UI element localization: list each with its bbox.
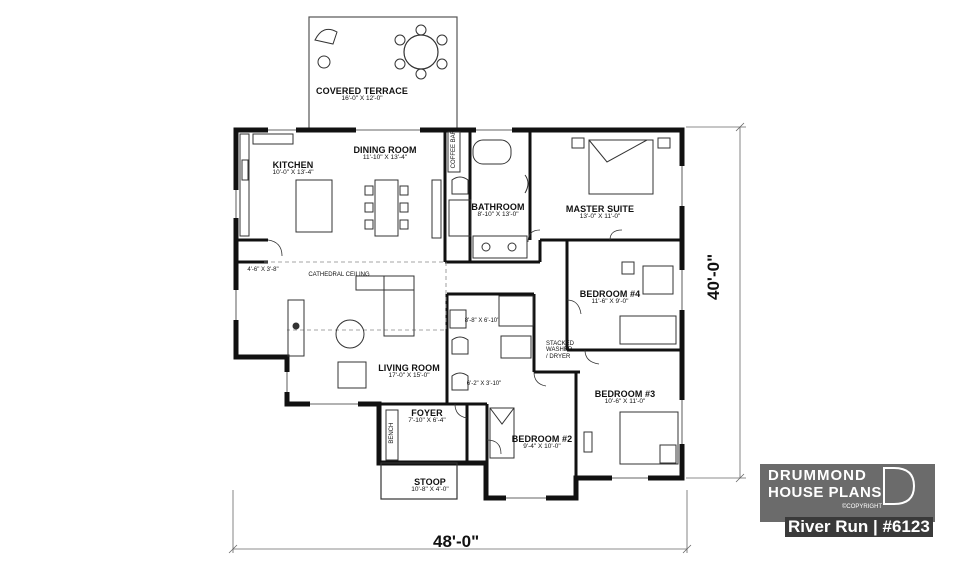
room-dims: 8'-10" X 13'-0"	[477, 211, 519, 219]
cathedral-ceiling-note: CATHEDRAL CEILING	[308, 272, 370, 278]
room-name: BEDROOM #3	[594, 389, 656, 399]
room-dims: 11'-6" X 9'-0"	[591, 298, 629, 306]
bedroom4-furniture	[619, 261, 677, 345]
room-name: BEDROOM #2	[511, 434, 573, 444]
room-name: STOOP	[414, 477, 446, 487]
kitchen-fixtures	[239, 133, 333, 237]
kitchen-label: KITCHEN 10'-0" X 13'-4"	[272, 160, 314, 177]
exterior-walls	[233, 127, 685, 501]
room-dims: 13'-0" X 11'-0"	[579, 213, 621, 221]
dimension-lines	[228, 122, 746, 554]
stoop-outline	[380, 462, 458, 500]
bedroom2-furniture	[489, 407, 515, 459]
living-room-furniture	[287, 275, 415, 389]
covered-terrace	[308, 16, 458, 130]
bedroom3-label: BEDROOM #3 10'-6" X 11'-0"	[594, 389, 656, 406]
stacked-washer-line2: WASHER	[546, 347, 573, 354]
plan-name: River Run | #6123	[785, 517, 933, 537]
room-name: KITCHEN	[272, 160, 314, 170]
room-dims: 9'-4" X 10'-0"	[523, 443, 561, 451]
room-dims: 10'-8" X 4'-0"	[411, 486, 449, 494]
coffee-bar	[447, 131, 461, 173]
window-panes	[235, 129, 683, 499]
room-name: LIVING ROOM	[378, 363, 440, 373]
covered-terrace-label: COVERED TERRACE 16'-0" X 12'-0"	[315, 86, 409, 103]
room-name: DINING ROOM	[353, 145, 417, 155]
room-name: FOYER	[411, 408, 443, 418]
bedroom3-furniture	[583, 411, 679, 465]
bathroom-fixtures	[448, 139, 529, 259]
room-name: MASTER SUITE	[565, 204, 635, 214]
stacked-washer-line3: / DRYER	[546, 353, 571, 360]
room-dims: 16'-0" X 12'-0"	[341, 95, 383, 103]
brand-logo-background	[760, 464, 935, 522]
bedroom2-label: BEDROOM #2 9'-4" X 10'-0"	[511, 434, 573, 451]
brand-line2: HOUSE PLANS	[768, 484, 882, 501]
room-name: BEDROOM #4	[579, 289, 641, 299]
windows	[233, 127, 685, 501]
living-room-label: LIVING ROOM 17'-0" X 15'-0"	[378, 363, 440, 380]
stoop-label: STOOP 10'-8" X 4'-0"	[411, 477, 449, 494]
bath2-dims: 8'-8" X 6'-10"	[464, 318, 500, 324]
room-dims: 10'-0" X 13'-4"	[272, 169, 314, 177]
foyer-label: FOYER 7'-10" X 6'-4"	[408, 408, 446, 425]
room-dims: 17'-0" X 15'-0"	[388, 372, 430, 380]
bath2-fixtures	[449, 295, 534, 391]
brand-line1: DRUMMOND	[768, 467, 867, 484]
width-dimension: 48'-0"	[433, 532, 480, 551]
master-bed	[571, 137, 671, 195]
dining-table	[364, 179, 442, 239]
interior-walls	[236, 130, 682, 478]
room-dims: 11'-10" X 13'-4"	[362, 154, 408, 162]
doors	[267, 229, 623, 455]
room-name: BATHROOM	[471, 202, 525, 212]
stacked-washer-note: STACKED WASHER / DRYER	[546, 341, 574, 360]
wc-dims: 6'-2" X 3'-10"	[466, 381, 502, 387]
depth-dimension: 40'-0"	[704, 253, 723, 300]
cathedral-ceiling-outline	[264, 261, 447, 331]
bathroom-label: BATHROOM 8'-10" X 13'-0"	[471, 202, 525, 219]
pantry-dims: 4'-6" X 3'-8"	[247, 267, 279, 273]
bedroom4-label: BEDROOM #4 11'-6" X 9'-0"	[579, 289, 641, 306]
dining-room-label: DINING ROOM 11'-10" X 13'-4"	[353, 145, 417, 162]
bench-note: BENCH	[388, 422, 395, 444]
stacked-washer-line1: STACKED	[546, 341, 574, 347]
room-name: COVERED TERRACE	[315, 86, 409, 96]
room-dims: 7'-10" X 6'-4"	[408, 417, 446, 425]
coffee-bar-note: COFFEE BAR	[450, 129, 457, 169]
brand-copyright: ©COPYRIGHT	[842, 504, 883, 510]
room-dims: 10'-6" X 11'-0"	[604, 398, 646, 406]
foyer-bench	[385, 409, 399, 461]
master-suite-label: MASTER SUITE 13'-0" X 11'-0"	[565, 204, 635, 221]
